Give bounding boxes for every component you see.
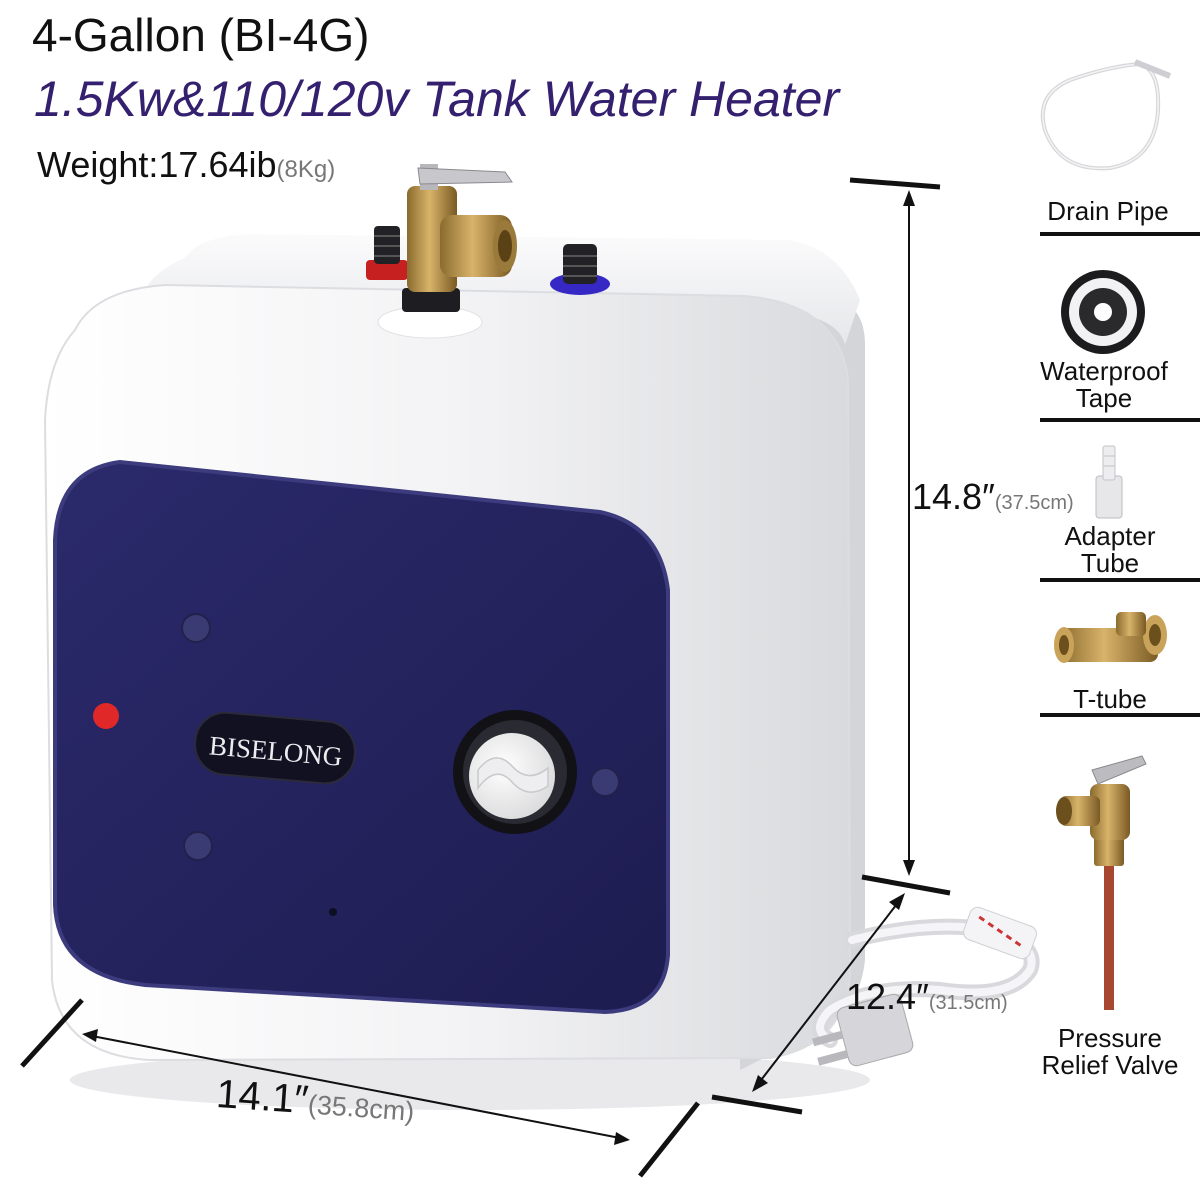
water-heater: BISELONG xyxy=(43,164,1040,1110)
accessory-label-drain-pipe: Drain Pipe xyxy=(1028,198,1188,225)
accessory-label-line: Pressure xyxy=(1057,1023,1163,1053)
accessory-adapter-tube-image xyxy=(1095,445,1123,519)
product-title: 4-Gallon (BI-4G) xyxy=(32,9,370,61)
accessory-label-line: Waterproof xyxy=(1040,356,1168,386)
height-arrow-down xyxy=(903,860,915,876)
dimension-lines xyxy=(20,177,951,1178)
panel-hole xyxy=(329,908,337,916)
accessory-t-tube-image xyxy=(1054,612,1167,663)
accessory-label-line: Adapter xyxy=(1064,521,1156,551)
panel-dot-right xyxy=(590,767,620,797)
accessory-label-line: Tube xyxy=(1080,548,1140,578)
weight-metric: (8Kg) xyxy=(276,156,336,183)
width-left-tick xyxy=(20,998,84,1068)
accessory-label-pressure-relief-valve: Pressure Relief Valve xyxy=(1030,1025,1190,1079)
control-panel xyxy=(53,459,670,1015)
accessory-pressure-relief-valve-image xyxy=(1056,755,1147,1010)
height-top-tick xyxy=(849,177,941,190)
hot-outlet xyxy=(366,226,408,280)
weight-label: Weight:17.64ib(8Kg) xyxy=(37,144,335,186)
accessory-label-line: T-tube xyxy=(1073,684,1147,714)
accessory-label-line: Relief Valve xyxy=(1041,1050,1179,1080)
heater-top xyxy=(140,234,860,345)
width-arrow-right xyxy=(614,1132,630,1145)
height-dimension-label: 14.8″(37.5cm) xyxy=(912,476,1074,518)
width-metric: (35.8cm) xyxy=(306,1089,416,1127)
accessory-label-waterproof-tape: Waterproof Tape xyxy=(1024,358,1184,412)
accessory-label-line: Drain Pipe xyxy=(1047,196,1169,226)
weight-value: Weight:17.64ib xyxy=(37,144,277,185)
relief-valve-installed xyxy=(377,164,517,339)
depth-metric: (31.5cm) xyxy=(928,992,1008,1014)
brand-badge xyxy=(194,711,356,785)
height-arrow-up xyxy=(903,190,915,206)
depth-bottom-tick xyxy=(711,1094,803,1115)
depth-arrow-up xyxy=(889,893,905,910)
power-indicator-light xyxy=(93,703,119,729)
height-bottom-tick xyxy=(861,874,951,896)
depth-dimension-label: 12.4″(31.5cm) xyxy=(846,976,1008,1018)
accessory-drain-pipe-image xyxy=(1040,59,1172,171)
width-arrow-line xyxy=(91,1035,621,1139)
panel-dot-bottom xyxy=(183,831,213,861)
width-right-tick xyxy=(638,1101,700,1178)
knob-grip xyxy=(477,757,549,793)
width-value: 14.1″ xyxy=(214,1072,310,1123)
depth-value: 12.4″ xyxy=(846,976,929,1017)
floor-shadow xyxy=(70,1050,870,1110)
depth-arrow-line xyxy=(757,899,901,1085)
power-cord xyxy=(812,906,1040,1067)
height-value: 14.8″ xyxy=(912,476,995,517)
height-metric: (37.5cm) xyxy=(994,492,1074,514)
accessory-label-line: Tape xyxy=(1075,383,1133,413)
depth-arrow-down xyxy=(752,1075,768,1092)
accessory-waterproof-tape-image xyxy=(1061,270,1145,354)
accessory-label-adapter-tube: Adapter Tube xyxy=(1030,523,1190,577)
accessory-label-t-tube: T-tube xyxy=(1030,686,1190,713)
cold-inlet xyxy=(550,244,610,295)
product-subtitle: 1.5Kw&110/120v Tank Water Heater xyxy=(34,71,840,127)
width-arrow-left xyxy=(82,1029,98,1042)
panel-dot-top xyxy=(181,613,211,643)
